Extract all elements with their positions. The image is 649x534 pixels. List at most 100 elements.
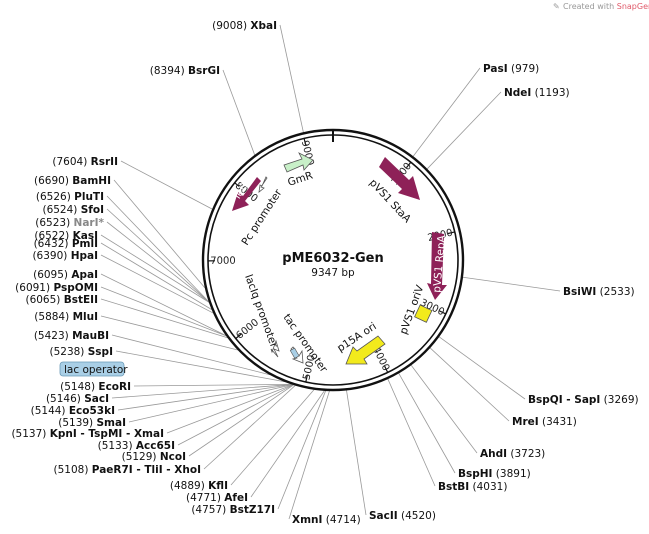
watermark-snapgene-icon: ✎: [553, 2, 560, 11]
enzyme-site[interactable]: BspHI (3891): [458, 468, 531, 480]
enzyme-site[interactable]: (6095) ApaI: [33, 269, 98, 281]
enzyme-site[interactable]: (5137) KpnI - TspMI - XmaI: [11, 428, 164, 440]
plasmid-name: pME6032-Gen: [282, 251, 383, 266]
enzyme-site[interactable]: (5144) Eco53kI: [31, 405, 115, 417]
enzyme-position: (5144): [31, 405, 69, 417]
lac-operator-callout[interactable]: lac operator: [59, 361, 128, 377]
enzyme-leader-lines: [100, 24, 561, 520]
enzyme-site[interactable]: (4771) AfeI: [186, 492, 248, 504]
enzyme-leader: [100, 254, 214, 314]
enzyme-name: MluI: [73, 311, 98, 323]
enzyme-name: MreI: [512, 416, 539, 428]
enzyme-site[interactable]: (6690) BamHI: [34, 175, 111, 187]
enzyme-site[interactable]: BspQI - SapI (3269): [528, 394, 639, 406]
enzyme-site[interactable]: MreI (3431): [512, 416, 577, 428]
lac-operator-box-icon: [289, 347, 300, 359]
enzyme-name: AfeI: [224, 492, 248, 504]
enzyme-site[interactable]: BsiWI (2533): [563, 286, 635, 298]
enzyme-leader: [203, 385, 296, 470]
enzyme-site[interactable]: (4757) BstZ17I: [191, 504, 275, 516]
enzyme-position: (1193): [531, 87, 569, 99]
enzyme-site[interactable]: (5108) PaeR7I - TliI - XhoI: [54, 464, 201, 476]
enzyme-leader: [100, 286, 227, 337]
enzyme-name: NarI*: [74, 217, 105, 229]
enzyme-position: (4771): [186, 492, 224, 504]
enzyme-site[interactable]: NdeI (1193): [504, 87, 570, 99]
enzyme-name: KpnI - TspMI - XmaI: [50, 428, 164, 440]
enzyme-name: BsrGI: [188, 65, 220, 77]
enzyme-position: (6523): [35, 217, 73, 229]
enzyme-site[interactable]: (5146) SacI: [46, 393, 109, 405]
feature-pvs1-repa[interactable]: pVS1 RepA: [427, 232, 448, 300]
feature-laciq-promoter[interactable]: lacIq promoter: [242, 273, 280, 358]
enzyme-name: EcoRI: [98, 381, 131, 393]
lac-operator-label-box: [59, 361, 125, 377]
feature-pvs1-oriv[interactable]: pVS1 oriV: [398, 283, 433, 336]
enzyme-site[interactable]: (6524) SfoI: [42, 204, 104, 216]
enzyme-site[interactable]: (8394) BsrGI: [150, 65, 220, 77]
enzyme-name: BstBI: [438, 481, 469, 493]
enzyme-site[interactable]: (7604) RsrII: [52, 156, 118, 168]
tick-label: 7000: [210, 256, 236, 267]
enzyme-site[interactable]: (6091) PspOMI: [15, 282, 98, 294]
enzyme-site[interactable]: (6522) KasI: [34, 230, 98, 242]
enzyme-position: (5137): [11, 428, 49, 440]
enzyme-position: (5423): [34, 330, 72, 342]
enzyme-leader: [113, 179, 206, 289]
feature-lac-operator-mark[interactable]: [289, 347, 300, 359]
enzyme-leader: [277, 390, 327, 510]
enzyme-name: PspOMI: [53, 282, 98, 294]
enzyme-site[interactable]: (5148) EcoRI: [60, 381, 131, 393]
enzyme-position: (5238): [49, 346, 87, 358]
watermark-prefix: Created with: [563, 2, 614, 11]
enzyme-name: XbaI: [250, 20, 277, 32]
enzyme-name: BsiWI: [563, 286, 596, 298]
enzyme-leader: [412, 67, 481, 157]
enzyme-site[interactable]: (5129) NcoI: [122, 451, 186, 463]
enzyme-leader: [100, 242, 212, 310]
enzyme-position: (5146): [46, 393, 84, 405]
enzyme-leader: [462, 276, 561, 292]
enzyme-name: KasI: [73, 230, 98, 242]
enzyme-position: (6432): [34, 238, 72, 250]
enzyme-site[interactable]: (6432) PmlI: [34, 238, 98, 250]
enzyme-name: ApaI: [71, 269, 98, 281]
enzyme-site[interactable]: (6065) BstEII: [25, 294, 98, 306]
enzyme-name: MauBI: [72, 330, 109, 342]
enzyme-leader: [100, 298, 228, 339]
enzyme-site[interactable]: (6526) PluTI: [36, 191, 104, 203]
enzyme-site[interactable]: XmnI (4714): [292, 514, 361, 526]
enzyme-site[interactable]: (5139) SmaI: [58, 417, 126, 429]
enzyme-site[interactable]: (5133) Acc65I: [98, 440, 175, 452]
enzyme-leader: [398, 373, 456, 474]
enzyme-position: (6095): [33, 269, 71, 281]
svg-text:Created with SnapGene®: Created with SnapGene®: [563, 2, 649, 11]
enzyme-site[interactable]: SacII (4520): [369, 510, 436, 522]
enzyme-site[interactable]: (5884) MluI: [34, 311, 98, 323]
tick-mark: [305, 375, 308, 383]
enzyme-site[interactable]: (5238) SspI: [49, 346, 113, 358]
enzyme-site[interactable]: (6390) HpaI: [32, 250, 98, 262]
enzyme-leader: [346, 390, 367, 516]
enzyme-leader: [188, 384, 294, 457]
lac-operator-label: lac operator: [64, 364, 128, 376]
enzyme-leader: [111, 384, 293, 399]
enzyme-leader: [222, 69, 256, 156]
enzyme-site[interactable]: (6523) NarI*: [35, 217, 104, 229]
enzyme-site[interactable]: (5423) MauBI: [34, 330, 109, 342]
enzyme-site[interactable]: (4889) KflI: [170, 480, 228, 492]
enzyme-site[interactable]: PasI (979): [483, 63, 539, 75]
enzyme-name: BstZ17I: [230, 504, 275, 516]
enzyme-position: (4714): [322, 514, 360, 526]
gmr-label: GmR: [286, 170, 314, 189]
enzyme-site[interactable]: (9008) XbaI: [212, 20, 277, 32]
enzyme-leader: [177, 384, 294, 446]
enzyme-site[interactable]: BstBI (4031): [438, 481, 507, 493]
feature-gmr[interactable]: GmR: [283, 152, 314, 189]
tetr-arrow-icon: [232, 177, 261, 211]
enzyme-position: (4757): [191, 504, 229, 516]
tick-mark: [303, 138, 307, 146]
enzyme-leader: [133, 383, 292, 387]
enzyme-name: PmlI: [72, 238, 98, 250]
enzyme-site[interactable]: AhdI (3723): [480, 448, 545, 460]
